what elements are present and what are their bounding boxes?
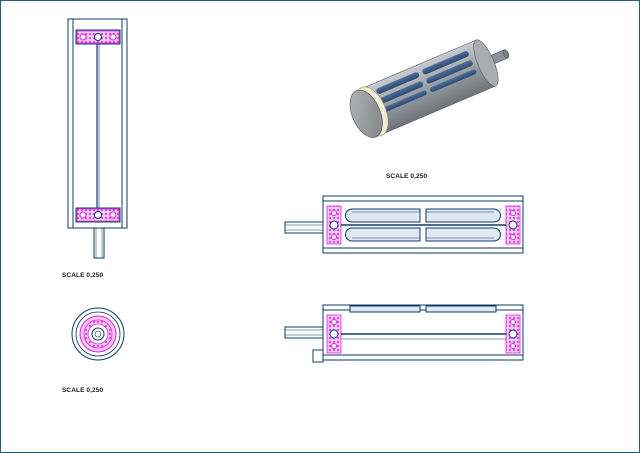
front-view-scale-label: SCALE 0,250 [62,272,104,279]
front-view-shaft [93,227,105,259]
side-view-body [322,304,524,361]
top-view-shaft [284,221,324,234]
iso-view-scale-label: SCALE 0,250 [386,173,428,180]
iso-view [349,39,510,138]
side-view-shaft [284,326,324,339]
front-view [67,18,128,259]
side-view-connector [312,349,324,363]
end-view-scale-label: SCALE 0,250 [62,387,104,394]
top-view [284,195,524,254]
side-view [284,304,524,363]
top-view-body [322,195,524,254]
front-view-top-bearing [75,29,121,45]
front-view-bottom-bearing [75,207,121,223]
end-view [71,307,125,361]
